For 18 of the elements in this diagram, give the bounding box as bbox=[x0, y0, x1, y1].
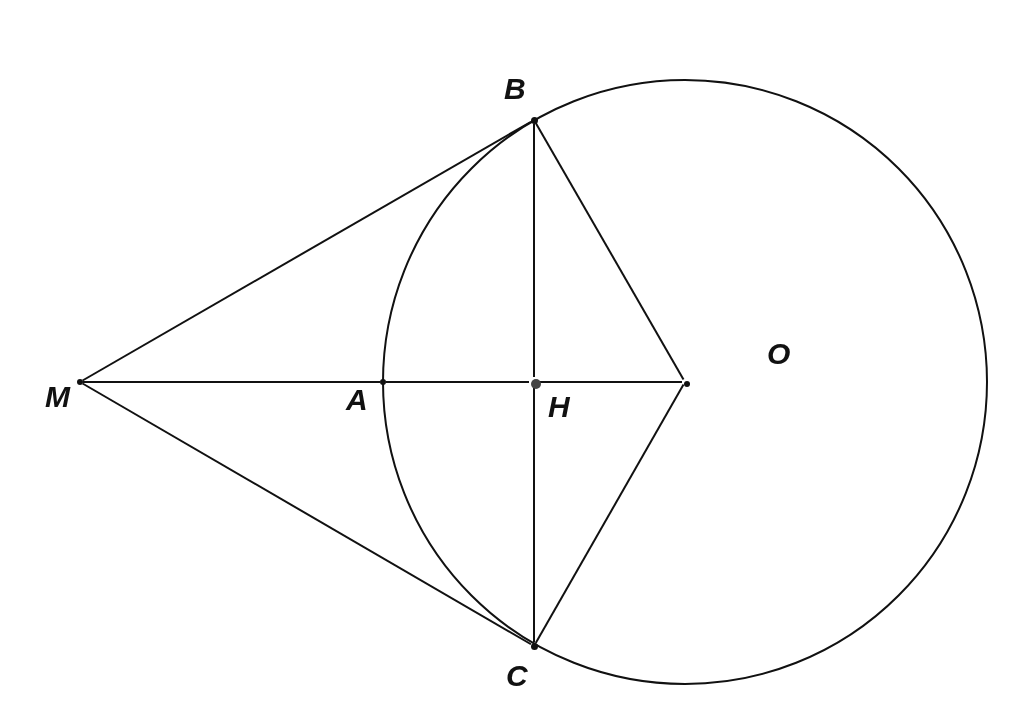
point-label: A bbox=[346, 385, 368, 415]
point-label: H bbox=[548, 392, 570, 422]
line-segment bbox=[538, 381, 683, 383]
line-segment bbox=[82, 381, 381, 383]
point-label: M bbox=[45, 382, 70, 412]
point-dot bbox=[77, 379, 83, 385]
point-label: C bbox=[506, 661, 528, 691]
line-segment bbox=[533, 122, 535, 378]
point-label: B bbox=[504, 74, 526, 104]
line-segment bbox=[81, 382, 532, 646]
point-dot bbox=[531, 379, 541, 389]
line-segment bbox=[533, 386, 535, 644]
line-segment bbox=[534, 122, 685, 381]
line-segment bbox=[385, 381, 530, 383]
circle bbox=[382, 79, 988, 685]
line-segment bbox=[534, 383, 685, 644]
point-dot bbox=[684, 381, 690, 387]
circle-label: O bbox=[767, 339, 791, 369]
